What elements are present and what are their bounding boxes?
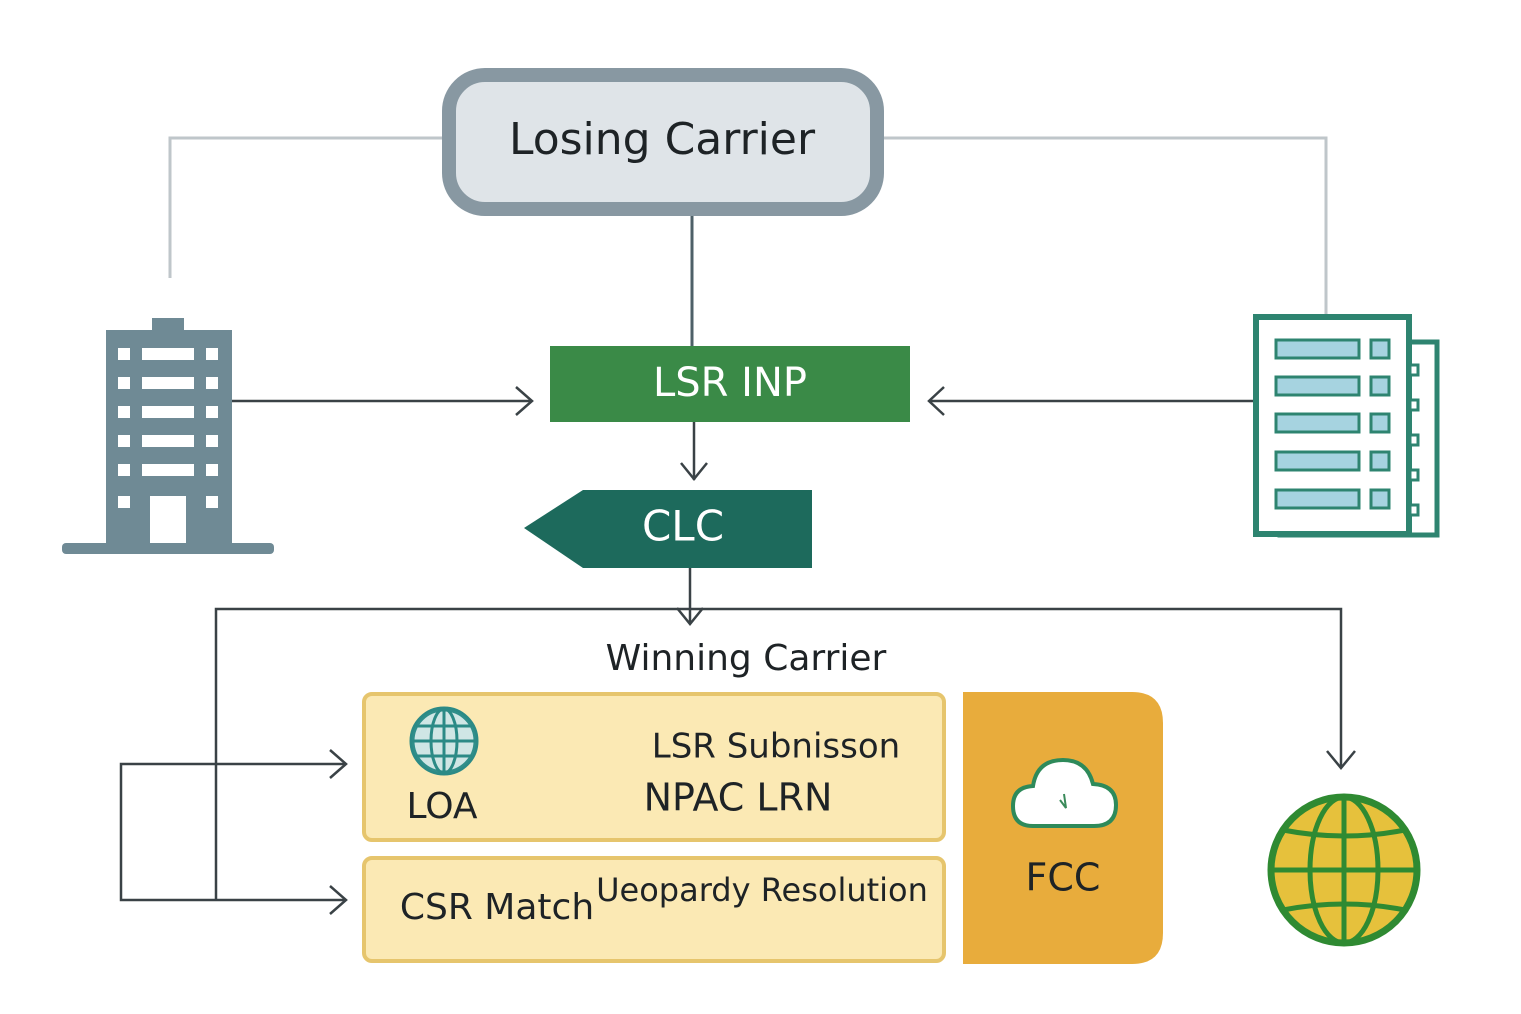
arrowhead-lsr-to-clc — [680, 462, 708, 481]
jeopardy-resolution-label: Ueopardy Resolution — [596, 871, 928, 909]
losing-carrier-label: Losing Carrier — [509, 114, 816, 165]
connector-losing-to-building — [168, 136, 445, 278]
losing-carrier-box — [442, 68, 884, 216]
csr-match-label: CSR Match — [400, 887, 594, 928]
loa-label: LOA — [406, 786, 477, 827]
fcc-label: FCC — [1026, 856, 1101, 900]
server-rack-icon — [1253, 314, 1440, 538]
arrowhead-to-csr-box — [329, 885, 348, 915]
large-globe-icon — [1267, 793, 1421, 947]
building-icon — [62, 318, 274, 554]
csr-box — [362, 856, 946, 963]
lsr-inp-box — [550, 346, 910, 422]
connector-bracket — [119, 762, 345, 902]
npac-lrn-label: NPAC LRN — [644, 776, 833, 820]
cloud-icon — [1010, 757, 1119, 828]
lsr-submission-label: LSR Subnisson — [652, 727, 900, 767]
lsr-inp-node: LSR INP — [550, 346, 910, 422]
arrowhead-bus-to-globe — [1326, 750, 1356, 770]
loa-box-node: LOA LSR Subnisson NPAC LRN — [362, 692, 946, 842]
arrowhead-clc-to-bus — [676, 607, 704, 626]
clc-node: CLC — [524, 490, 812, 568]
lsr-inp-label: LSR INP — [653, 360, 807, 406]
clc-shape — [524, 490, 812, 568]
connectors — [119, 136, 1356, 915]
csr-box-node: CSR Match Ueopardy Resolution — [362, 856, 946, 963]
arrowhead-building-to-lsr — [515, 386, 534, 416]
winning-carrier-label: Winning Carrier — [606, 638, 887, 679]
connector-bus — [214, 607, 1343, 900]
fcc-node: FCC — [963, 692, 1163, 964]
losing-carrier-node: Losing Carrier — [442, 68, 884, 216]
connector-losing-to-server — [880, 136, 1328, 315]
globe-icon — [409, 706, 479, 776]
arrowhead-server-to-lsr — [927, 386, 945, 416]
clc-label: CLC — [642, 502, 724, 551]
loa-box — [362, 692, 946, 842]
arrowhead-to-loa-box — [329, 749, 348, 779]
